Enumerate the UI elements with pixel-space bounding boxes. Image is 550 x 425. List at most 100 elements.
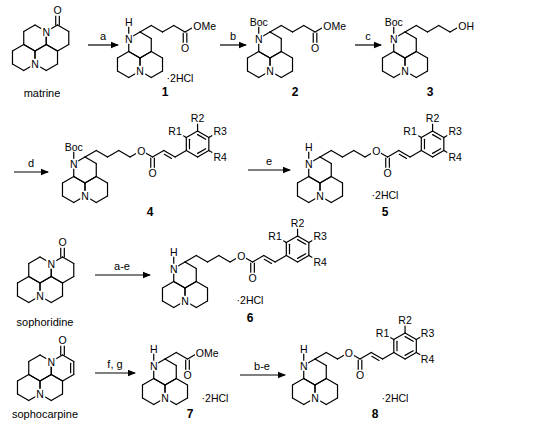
bond-line — [186, 138, 187, 151]
bond-line — [189, 139, 190, 148]
bond-line — [174, 26, 185, 33]
bond-line — [176, 366, 177, 379]
bond-line — [424, 139, 425, 148]
bond-line — [298, 240, 306, 245]
bond-line — [85, 151, 96, 158]
bond-line — [405, 337, 413, 342]
bond-line — [85, 177, 96, 184]
atom-label: O — [344, 347, 354, 358]
bond-line — [140, 52, 151, 59]
atom-label: R2 — [290, 218, 305, 229]
atom-label: R2 — [190, 113, 205, 124]
bond-line — [320, 157, 331, 164]
bond-line — [51, 277, 62, 284]
bond-line — [196, 256, 207, 263]
reaction-arrow — [14, 171, 48, 172]
reagent-label: b — [230, 31, 236, 42]
atom-label: R4 — [447, 152, 462, 163]
bond-line — [371, 353, 382, 360]
atom-label: OMe — [195, 347, 220, 358]
atom-label: O — [52, 5, 62, 16]
bond-line — [198, 151, 209, 158]
bond-line — [219, 256, 230, 263]
atom-label: O — [236, 250, 246, 261]
bond-line — [320, 151, 331, 158]
atom-label: R3 — [447, 126, 462, 137]
bond-line — [342, 183, 343, 196]
atom-label: R4 — [420, 354, 435, 365]
bond-line — [416, 39, 417, 52]
bond-line — [96, 164, 97, 177]
bond-line — [74, 177, 85, 184]
bond-line — [29, 277, 40, 284]
reagent-label: e — [266, 156, 272, 167]
bond-line — [68, 32, 69, 45]
bond-line — [12, 64, 23, 71]
bond-line — [154, 379, 165, 386]
bond-line — [433, 149, 441, 154]
atom-label: R4 — [312, 257, 327, 268]
atom-label: R2 — [425, 113, 440, 124]
bond-line — [331, 151, 342, 158]
bond-line — [46, 45, 57, 52]
bond-line — [416, 26, 427, 33]
bond-line — [154, 379, 165, 386]
compound-number: 8 — [372, 408, 379, 420]
salt-label: ·2HCl — [237, 295, 264, 306]
bond-line — [51, 375, 62, 382]
bond-line — [286, 256, 297, 263]
reagent-label: d — [28, 158, 34, 169]
compound-number: 1 — [162, 86, 169, 98]
atom-label: N — [80, 191, 90, 202]
atom-label: N — [46, 258, 56, 269]
bond-line — [40, 277, 51, 284]
bond-line — [410, 151, 421, 158]
bond-line — [74, 177, 85, 184]
bond-line — [151, 39, 152, 52]
bond-line — [264, 259, 271, 263]
bond-line — [196, 269, 197, 282]
atom-label: N — [254, 33, 264, 44]
bond-line — [185, 282, 196, 289]
atom-label: R1 — [167, 126, 182, 137]
bond-line — [270, 52, 281, 59]
bond-line — [298, 254, 306, 259]
bond-line — [416, 71, 427, 78]
bond-line — [96, 196, 107, 203]
bond-line — [62, 381, 63, 394]
bond-line — [162, 301, 173, 308]
bond-line — [304, 26, 315, 33]
bond-line — [62, 283, 63, 296]
atom-label: O — [355, 370, 365, 381]
atom-label: N — [41, 26, 51, 37]
bond-line — [315, 359, 326, 366]
bond-line — [107, 183, 108, 196]
atom-label: O — [371, 145, 381, 156]
atom-label: H — [149, 343, 159, 354]
bond-line — [24, 45, 35, 52]
bond-line — [270, 52, 281, 59]
bond-line — [281, 39, 282, 52]
atom-label: OH — [457, 20, 475, 31]
atom-label: N — [265, 66, 275, 77]
atom-label: R1 — [402, 126, 417, 137]
reaction-arrow — [220, 44, 246, 45]
bond-line — [421, 151, 432, 158]
bond-line — [331, 177, 342, 184]
bond-line — [59, 14, 60, 25]
salt-label: ·2HCl — [382, 393, 409, 404]
bond-line — [142, 379, 153, 386]
bond-line — [85, 177, 96, 184]
bond-line — [309, 177, 320, 184]
bond-line — [326, 366, 327, 379]
bond-line — [140, 52, 151, 59]
bond-line — [264, 256, 275, 263]
atom-label: R4 — [212, 152, 227, 163]
bond-line — [198, 135, 206, 140]
bond-line — [162, 282, 173, 289]
bond-line — [153, 151, 164, 158]
bond-line — [393, 340, 394, 353]
bond-line — [326, 398, 337, 405]
atom-label: O — [310, 43, 320, 54]
atom-label: H — [169, 246, 179, 257]
